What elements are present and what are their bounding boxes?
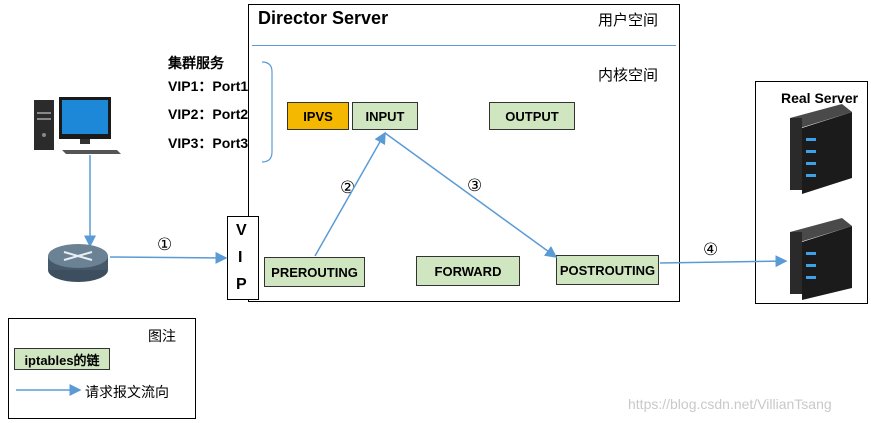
- router-to-vip-arrow: [109, 251, 228, 264]
- real-server-title: Real Server: [781, 90, 859, 106]
- director-server-title: Director Server: [258, 8, 389, 28]
- server-rack-icon: [790, 218, 852, 300]
- prerouting-to-input-arrow: [314, 131, 386, 257]
- chain-prerouting: PREROUTING: [264, 257, 365, 287]
- router-icon: [48, 244, 108, 282]
- step-1: ①: [157, 235, 173, 254]
- user-space-label: 用户空间: [598, 12, 659, 29]
- legend-arrow-label: 请求报文流向: [85, 384, 169, 400]
- cluster-title: 集群服务: [168, 55, 224, 71]
- chain-forward: FORWARD: [416, 256, 520, 286]
- watermark: https://blog.csdn.net/VillianTsang: [628, 396, 832, 412]
- space-divider: [252, 45, 676, 46]
- director-server-box: [248, 4, 680, 302]
- chain-output: OUTPUT: [489, 102, 575, 130]
- kernel-space-label: 内核空间: [598, 67, 659, 84]
- cluster-service-3: VIP3：Port3: [168, 135, 249, 151]
- cluster-bracket: [261, 61, 273, 163]
- vip-letter-p: P: [236, 276, 247, 293]
- desktop-computer-icon: [34, 97, 121, 154]
- server-rack-icon: [790, 104, 852, 194]
- vip-letter-i: I: [238, 249, 243, 266]
- step-3: ③: [467, 176, 483, 195]
- step-4: ④: [703, 240, 719, 259]
- cluster-service-1: VIP1：Port1: [168, 78, 249, 94]
- legend-chain-sample: iptables的链: [14, 348, 110, 370]
- chain-postrouting: POSTROUTING: [556, 255, 659, 285]
- vip-box: [227, 216, 259, 300]
- postrouting-to-server-arrow: [659, 255, 788, 268]
- input-to-postrouting-arrow: [384, 132, 558, 258]
- legend-title: 图注: [148, 328, 176, 344]
- cluster-service-2: VIP2：Port2: [168, 106, 249, 122]
- chain-input: INPUT: [352, 102, 418, 130]
- chain-ipvs: IPVS: [287, 102, 349, 130]
- vip-letter-v: V: [236, 222, 247, 239]
